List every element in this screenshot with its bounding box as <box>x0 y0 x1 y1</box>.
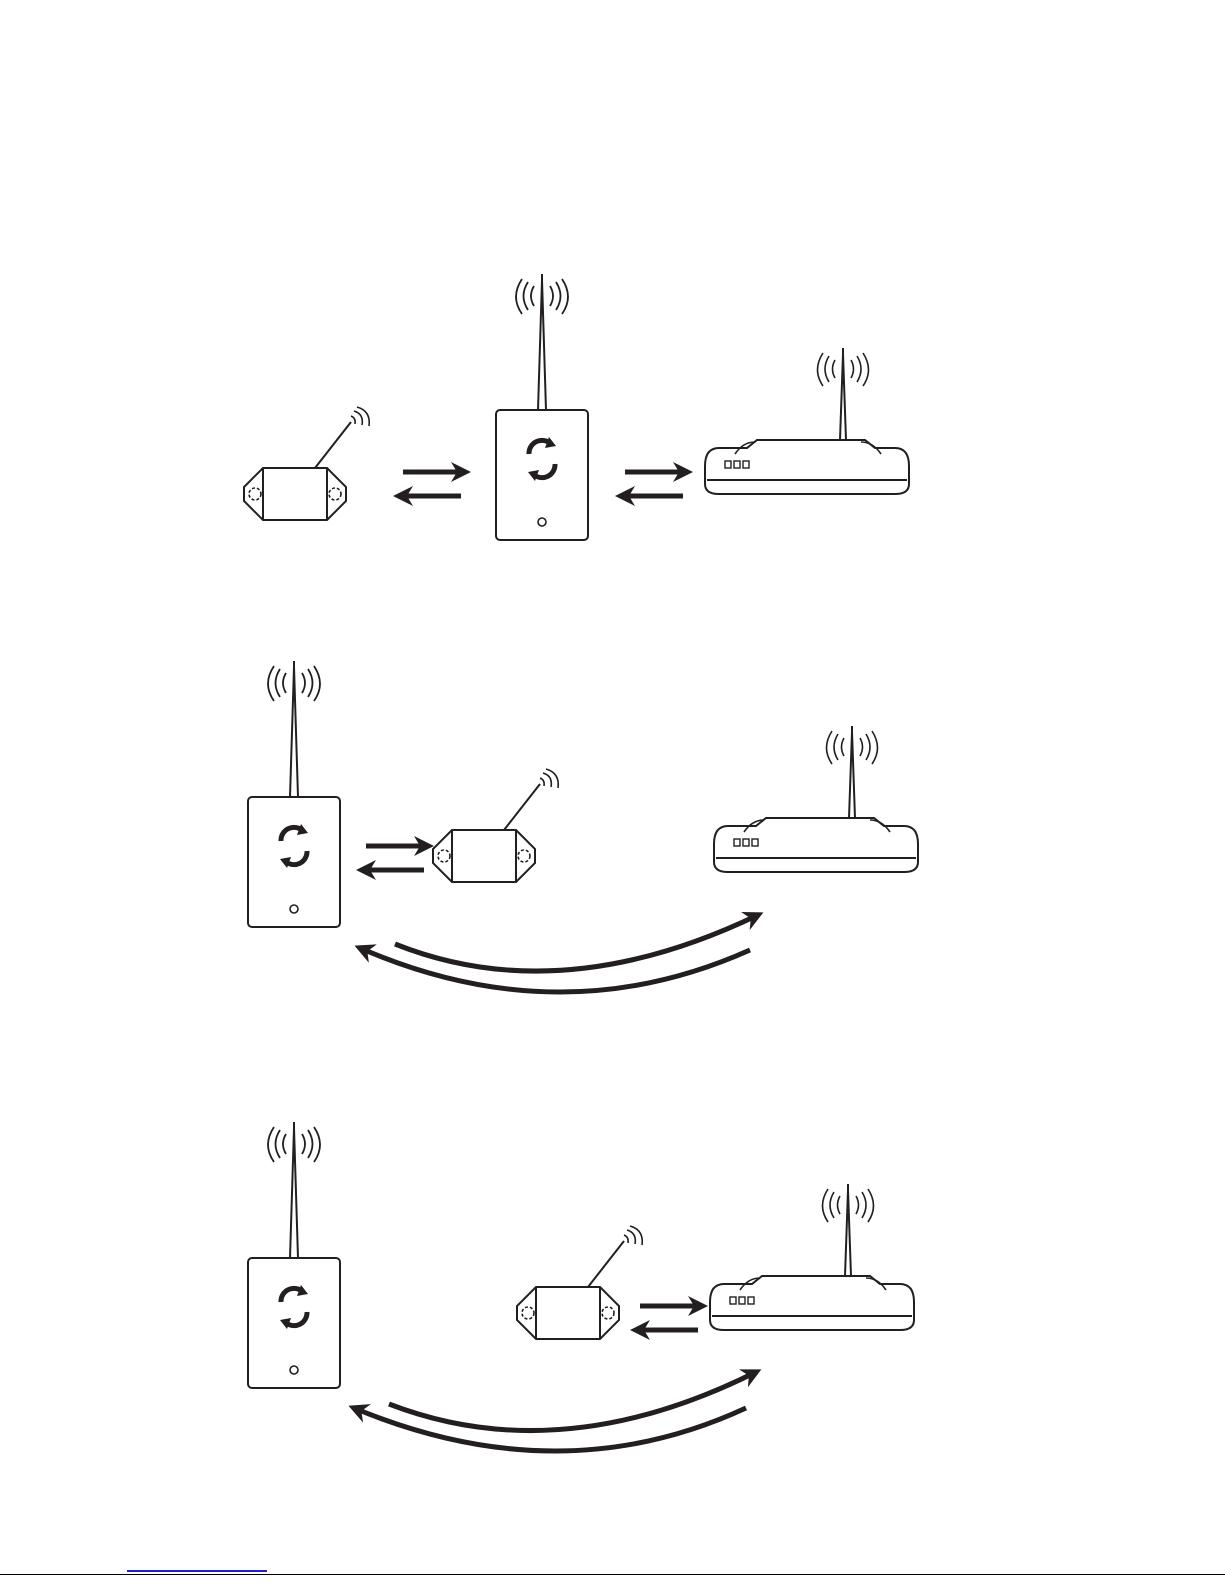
wireless-sensor-icon <box>244 407 369 520</box>
wifi-router-icon <box>705 348 909 494</box>
footer-link-underline[interactable] <box>127 1570 267 1572</box>
footer-rule <box>0 1574 1225 1575</box>
range-extender-icon <box>248 661 340 927</box>
bidirectional-arc-arrows-icon <box>360 915 758 992</box>
bidirectional-arrows-icon <box>621 472 687 496</box>
bidirectional-arrows-icon <box>362 846 428 870</box>
panel-2 <box>248 661 918 992</box>
wireless-sensor-icon <box>517 1226 642 1339</box>
wifi-router-icon <box>714 726 918 872</box>
panel-1 <box>244 274 909 540</box>
bidirectional-arrows-icon <box>636 1306 702 1330</box>
wifi-router-icon <box>710 1184 914 1330</box>
bidirectional-arc-arrows-icon <box>354 1372 756 1451</box>
range-extender-icon <box>248 1122 340 1388</box>
wireless-sensor-icon <box>433 769 558 882</box>
range-extender-icon <box>496 274 588 540</box>
panel-3 <box>248 1122 914 1451</box>
bidirectional-arrows-icon <box>399 472 465 496</box>
